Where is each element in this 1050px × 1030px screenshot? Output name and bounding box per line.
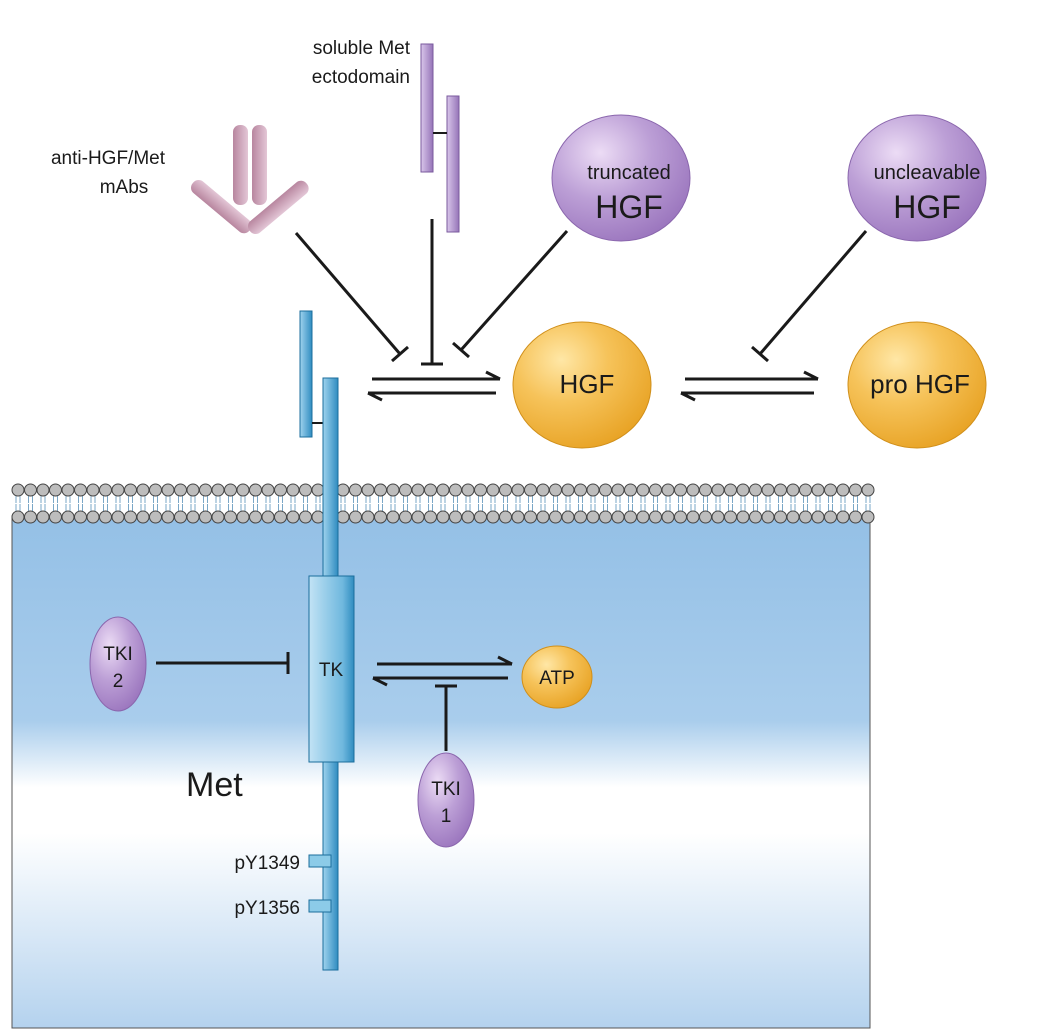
uncleavable-hgf [847,114,987,242]
truncated-hgf-label-line2: HGF [595,189,663,225]
met-alpha-chain [299,310,313,438]
py1349-site [308,854,332,868]
tk-domain [308,575,355,763]
tki1-inhibition-line [435,684,457,751]
uncleavable-hgf-label-line2: HGF [893,189,961,225]
py1356-label: pY1356 [234,898,300,919]
py1356-site [308,899,332,913]
tki2-label-line2: 2 [113,671,124,692]
truncated-hgf-inhibition-line [452,230,569,359]
py1349-label: pY1349 [234,853,300,874]
tki1-label-line2: 1 [441,806,452,827]
soluble-met-inhibition-line [421,219,443,366]
mabs-label-line1: anti-HGF/Met [51,148,166,169]
tki1 [417,752,475,848]
soluble-met-label-line1: soluble Met [313,38,411,59]
tki2 [89,616,147,712]
tki2-label-line1: TKI [103,644,133,665]
truncated-hgf-label-line1: truncated [587,162,670,184]
plasma-membrane [11,483,875,524]
uncleavable-hgf-inhibition-line [751,230,868,363]
atp [521,645,593,709]
antibody-icon [191,125,309,235]
hgf-prohgf-equilibrium-arrow [680,370,819,402]
tk-atp-equilibrium-arrow [372,655,513,687]
pro-hgf-label: pro HGF [870,369,970,399]
soluble-met-label-line2: ectodomain [312,67,410,88]
truncated-hgf [551,114,691,242]
hgf [512,321,652,449]
mabs-inhibition-line [294,232,409,363]
tki2-inhibition-line [156,652,290,674]
soluble-met-bar-left [420,43,434,173]
atp-label: ATP [539,668,575,689]
tk-label: TK [319,660,344,681]
soluble-met-bar-right [446,95,460,233]
uncleavable-hgf-label-line1: uncleavable [874,162,981,184]
soluble-met-ectodomain [420,43,460,233]
hgf-label: HGF [560,369,615,399]
met-receptor: TK pY1349 pY1356 [234,310,355,971]
mabs-label-line2: mAbs [100,177,149,198]
met-label: Met [186,766,243,804]
pro-hgf [847,321,987,449]
met-hgf-equilibrium-arrow [367,370,501,402]
tki1-label-line1: TKI [431,779,461,800]
